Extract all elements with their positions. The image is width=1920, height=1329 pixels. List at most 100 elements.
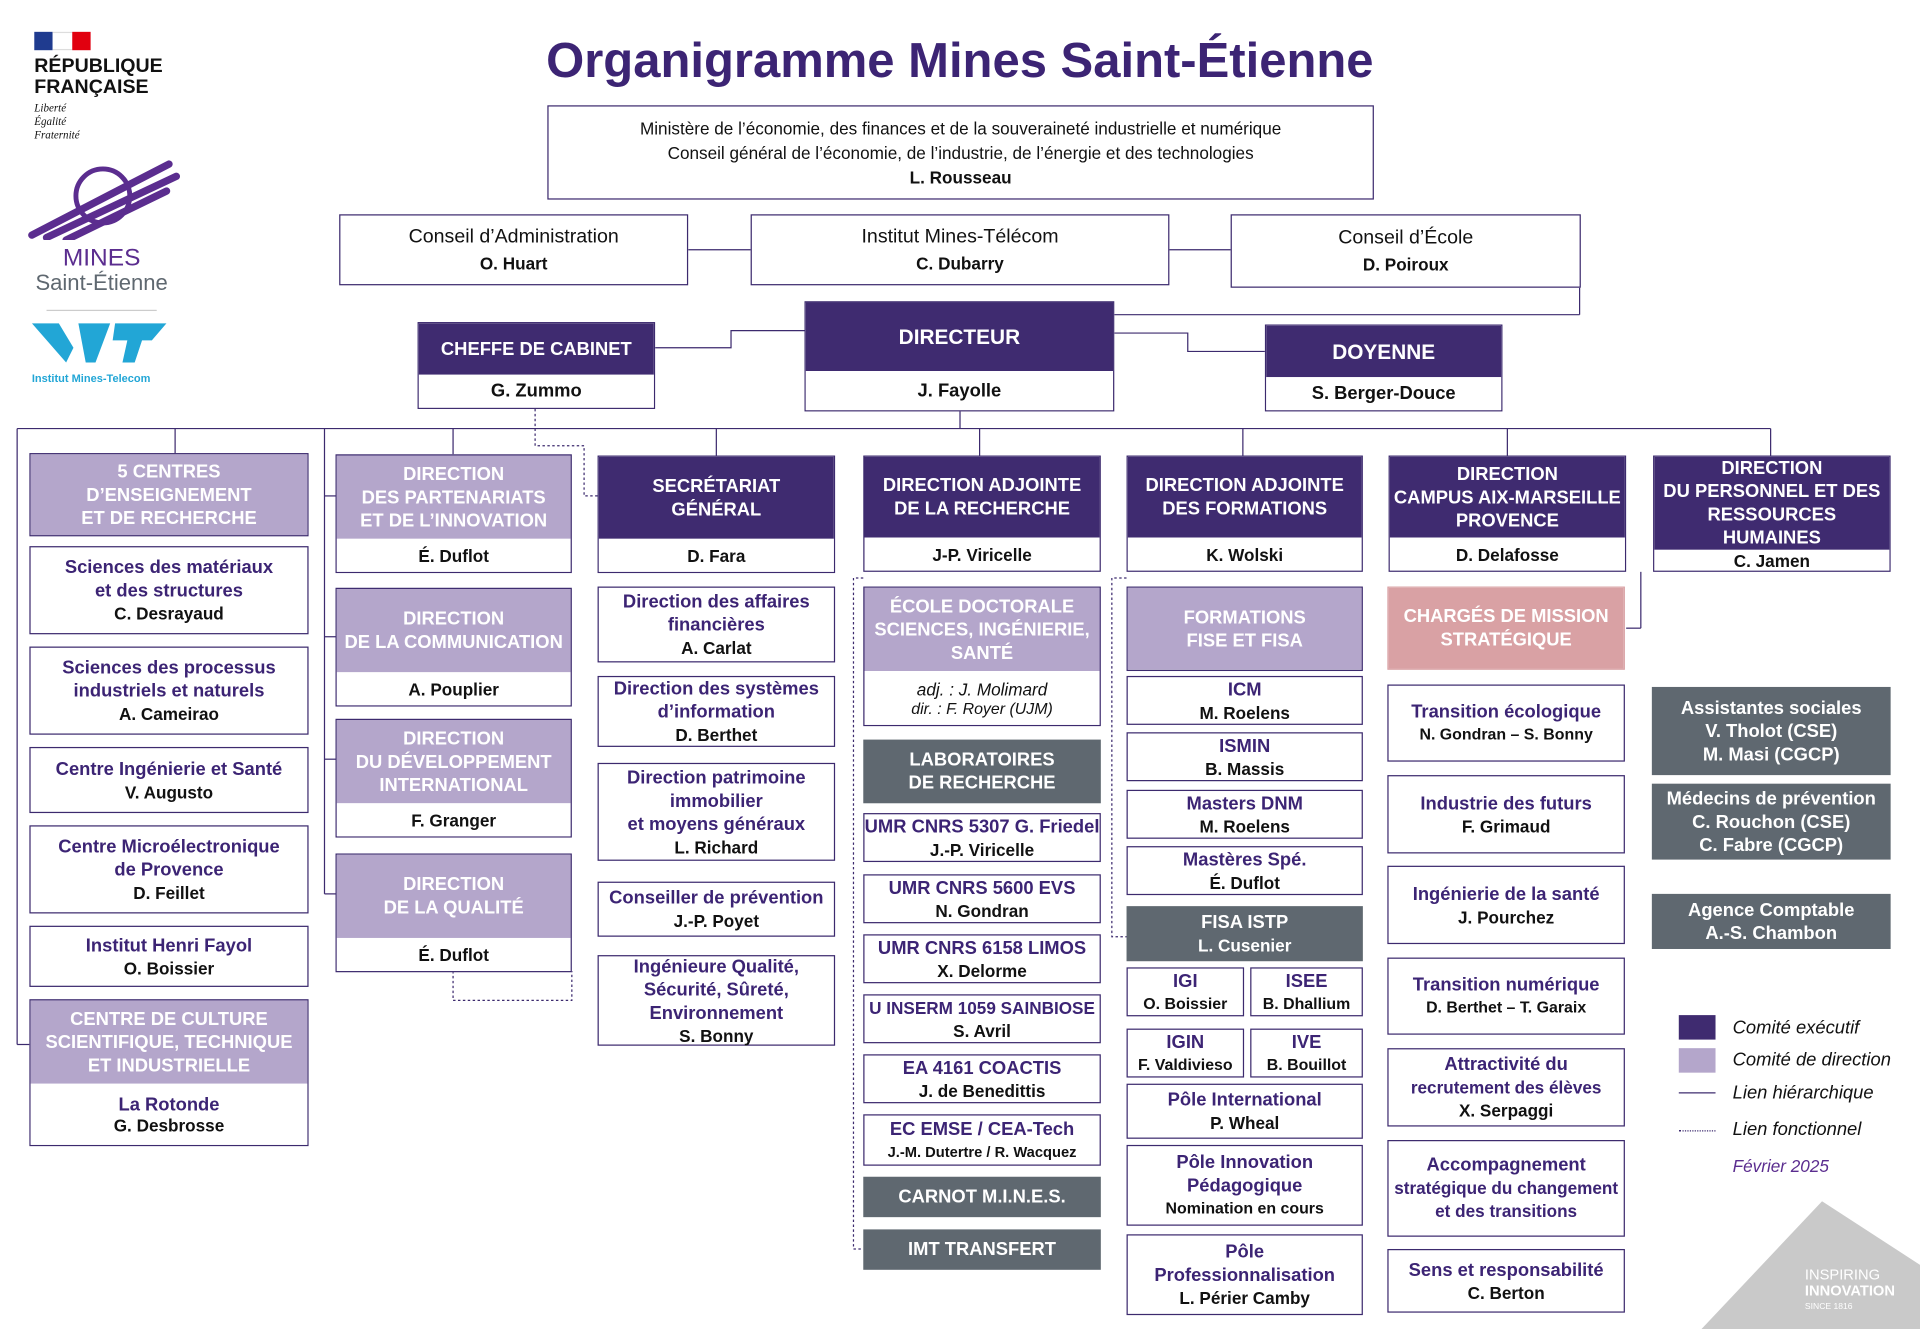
item-name: F. Grimaud	[1461, 816, 1551, 836]
cheffe-cabinet-box: CHEFFE DE CABINET G. Zummo	[417, 322, 656, 409]
box-title: DIRECTION	[1721, 457, 1823, 479]
item-title: ICM	[1227, 678, 1262, 700]
box-title: CHEFFE DE CABINET	[418, 323, 654, 375]
box-name: L. Cusenier	[1198, 934, 1292, 955]
item-name: N. Gondran – S. Bonny	[1419, 724, 1593, 744]
item-name: L. Richard	[674, 836, 759, 857]
imt-transfert-box: IMT TRANSFERT	[863, 1229, 1101, 1270]
box-title: DU PERSONNEL ET DES	[1663, 481, 1881, 503]
logo-text: FRANÇAISE	[34, 77, 149, 98]
imt-logo: Institut Mines-Telecom	[31, 323, 167, 385]
imt-text: Institut Mines-Telecom	[31, 372, 151, 385]
ecole-dir: dir. : F. Royer (UJM)	[911, 698, 1053, 717]
item-name: J. Pourchez	[1458, 906, 1555, 927]
item-title: Industrie des futurs	[1420, 792, 1592, 814]
directeur-box: DIRECTEUR J. Fayolle	[804, 301, 1115, 412]
item-title: Conseiller de prévention	[609, 887, 824, 909]
item-title: IVE	[1291, 1031, 1322, 1053]
box-title: STRATÉGIQUE	[1440, 629, 1572, 651]
box-title: IMT TRANSFERT	[908, 1239, 1057, 1261]
item-title: Sciences des matériaux	[64, 557, 274, 578]
box-title: 5 CENTRES	[117, 461, 221, 482]
box-title: Agence Comptable	[1688, 899, 1855, 921]
conseil-ecole-box: Conseil d’École D. Poiroux	[1230, 214, 1581, 288]
box-title: SANTÉ	[950, 642, 1014, 664]
logo-motto: Égalité	[34, 115, 67, 128]
box-title: DE LA QUALITÉ	[383, 897, 524, 919]
ministere-line: Ministère de l’économie, des finances et…	[639, 118, 1282, 138]
item-title: Pôle Innovation	[1176, 1152, 1314, 1174]
box-name: D. Delafosse	[1389, 537, 1625, 571]
box-name: C. Dubarry	[916, 253, 1004, 274]
box-name: V. Tholot (CSE)	[1705, 720, 1838, 742]
box-title: ET DE L’INNOVATION	[360, 510, 548, 531]
box-title: D’ENSEIGNEMENT	[86, 484, 252, 506]
box-name: G. Zummo	[418, 374, 654, 408]
legend-label: Lien hiérarchique	[1732, 1082, 1874, 1104]
item-title: EA 4161 COACTIS	[902, 1057, 1062, 1079]
item-title: et moyens généraux	[627, 813, 806, 835]
republique-francaise-logo: RÉPUBLIQUE FRANÇAISE Liberté Égalité Fra…	[34, 31, 181, 142]
item-title: ISMIN	[1219, 735, 1271, 757]
item-title: Sens et responsabilité	[1408, 1259, 1604, 1281]
item-title: Sécurité, Sûreté,	[643, 978, 789, 1000]
item-title: Direction patrimoine	[627, 767, 806, 788]
box-title: Médecins de prévention	[1666, 787, 1876, 809]
item-name: É. Duflot	[1209, 872, 1280, 893]
legend-swatch-exec	[1678, 1015, 1716, 1040]
box-title: DE RECHERCHE	[908, 772, 1056, 794]
item-title: UMR CNRS 5600 EVS	[888, 877, 1076, 899]
box-name: C. Fabre (CGCP)	[1699, 834, 1844, 856]
item-name: J.-P. Poyet	[673, 911, 760, 931]
box-title: DE LA COMMUNICATION	[344, 631, 563, 653]
box-title: CHARGÉS DE MISSION	[1403, 606, 1609, 627]
item-title: La Rotonde	[118, 1094, 220, 1115]
item-name: L. Périer Camby	[1179, 1288, 1310, 1308]
item-name: O. Boissier	[1143, 993, 1228, 1013]
item-title: Ingénierie de la santé	[1412, 883, 1600, 905]
institut-mines-telecom-box: Institut Mines-Télécom C. Dubarry	[750, 214, 1170, 286]
ministere-box: Ministère de l’économie, des finances et…	[547, 105, 1374, 200]
item-title: Attractivité du	[1444, 1054, 1568, 1076]
item-name: J. de Benedittis	[918, 1080, 1046, 1101]
box-title: DIRECTION	[403, 874, 505, 896]
mines-text: Saint-Étienne	[35, 270, 168, 296]
legend-swatch-direction	[1678, 1048, 1716, 1073]
ministere-line: Conseil général de l’économie, de l’indu…	[667, 142, 1254, 163]
box-title: ET INDUSTRIELLE	[87, 1054, 251, 1076]
item-name: C. Desrayaud	[114, 603, 224, 624]
item-name: D. Feillet	[133, 882, 205, 903]
item-title: Direction des systèmes	[613, 678, 819, 700]
box-title: RESSOURCES HUMAINES	[1707, 504, 1837, 549]
box-name: É. Duflot	[336, 538, 571, 572]
box-title: DIRECTION	[1456, 463, 1558, 485]
item-title: immobilier	[669, 790, 763, 812]
legend-label: Comité de direction	[1732, 1049, 1891, 1071]
flag-icon	[34, 31, 91, 51]
item-name: A. Carlat	[681, 637, 752, 658]
logo-text: INSPIRING	[1804, 1266, 1881, 1284]
box-name: S. Berger-Douce	[1266, 377, 1502, 411]
item-name: X. Serpaggi	[1458, 1100, 1554, 1121]
legend-label: Lien fonctionnel	[1732, 1119, 1862, 1141]
item-name: B. Bouillot	[1266, 1054, 1347, 1074]
item-title: Ingénieure Qualité,	[633, 955, 800, 977]
item-name: S. Bonny	[679, 1025, 754, 1046]
